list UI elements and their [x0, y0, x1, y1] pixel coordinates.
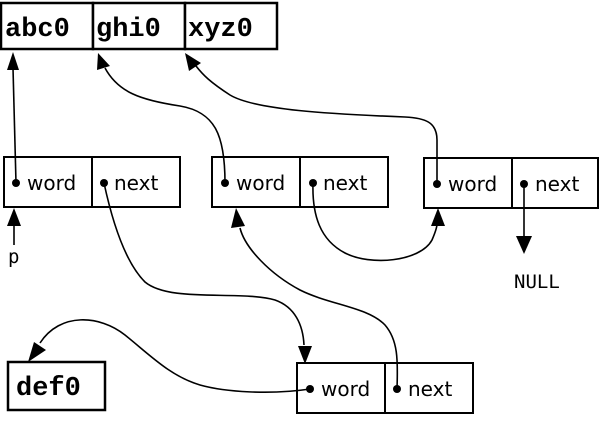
- arrow-head: [7, 52, 19, 70]
- arrow-head: [298, 346, 312, 364]
- arrow-head: [431, 208, 445, 226]
- string-cell-ghi0: [91, 1, 187, 51]
- list-node-3: word next: [423, 157, 599, 209]
- string-abc0: abc0: [5, 15, 70, 45]
- string-cell-xyz0: [183, 1, 279, 51]
- arrow-head: [97, 53, 110, 70]
- list-node-2: word next: [211, 156, 389, 208]
- string-def0-box: def0: [6, 360, 107, 412]
- node-4-word-label: word: [321, 377, 370, 401]
- node-2-word-label: word: [236, 171, 285, 195]
- arrow-head: [185, 53, 201, 71]
- string-ghi0: ghi0: [96, 15, 161, 45]
- node-3-word-label: word: [448, 172, 497, 196]
- pointer-p-label: p: [8, 246, 19, 268]
- list-node-1: word next: [3, 156, 181, 208]
- arrow-node4-next-to-node2: [239, 227, 399, 390]
- string-def0: def0: [16, 374, 81, 404]
- arrow-node2-word-to-ghi0: [104, 67, 226, 184]
- node-4-next-label: next: [408, 377, 452, 401]
- string-cell-abc0: [0, 1, 95, 51]
- arrow-node4-word-to-def0: [39, 319, 311, 394]
- node-3-next-label: next: [535, 172, 579, 196]
- arrow-node1-word-to-abc0: [12, 67, 17, 184]
- node-1-word-label: word: [27, 171, 76, 195]
- list-node-4: word next: [296, 362, 474, 414]
- string-cell-def0: [6, 360, 107, 412]
- arrow-head: [28, 342, 46, 362]
- null-label: NULL: [514, 271, 560, 293]
- string-array-top: abc0 ghi0 xyz0: [0, 1, 279, 51]
- node-1-next-label: next: [114, 171, 158, 195]
- arrow-node3-word-to-xyz0: [195, 65, 438, 184]
- pointer-p: p: [7, 208, 21, 268]
- arrow-head: [516, 236, 532, 254]
- node-2-next-label: next: [323, 171, 367, 195]
- string-xyz0: xyz0: [188, 15, 253, 45]
- arrow-head: [7, 208, 21, 226]
- arrow-head: [231, 208, 245, 228]
- arrow-node1-next-to-node4: [103, 182, 305, 346]
- arrow-node2-next-to-node3: [312, 182, 438, 262]
